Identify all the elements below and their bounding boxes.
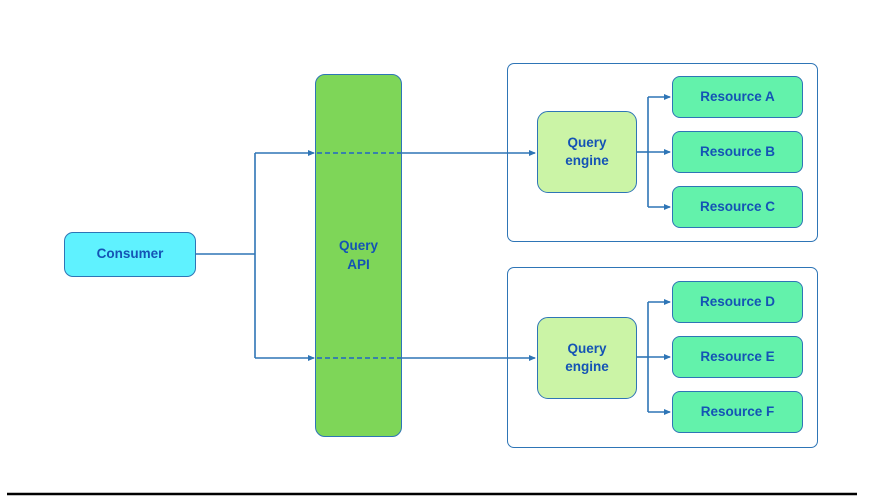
query-api-node: Query API	[315, 74, 402, 437]
query-engine-label-line2: engine	[565, 153, 609, 168]
query-api-label-line2: API	[347, 256, 370, 272]
query-engine-node-bottom: Query engine	[537, 317, 637, 399]
consumer-node: Consumer	[64, 232, 196, 277]
query-engine-bottom-label-line1: Query	[567, 340, 607, 356]
resource-f-node: Resource F	[672, 391, 803, 433]
resource-d-label: Resource D	[699, 293, 776, 309]
consumer-label: Consumer	[96, 246, 164, 262]
resource-b-node: Resource B	[672, 131, 803, 173]
query-engine-label-line1: Query	[567, 134, 607, 150]
resource-c-node: Resource C	[672, 186, 803, 228]
resource-a-label: Resource A	[700, 88, 775, 104]
resource-b-label: Resource B	[699, 143, 776, 159]
resource-e-label: Resource E	[700, 348, 775, 364]
resource-e-node: Resource E	[672, 336, 803, 378]
resource-f-label: Resource F	[700, 403, 775, 419]
query-engine-node-top: Query engine	[537, 111, 637, 193]
resource-a-node: Resource A	[672, 76, 803, 118]
resource-d-node: Resource D	[672, 281, 803, 323]
query-api-label-line1: Query	[338, 238, 379, 254]
resource-c-label: Resource C	[699, 198, 776, 214]
query-engine-bottom-label-line2: engine	[565, 359, 609, 374]
